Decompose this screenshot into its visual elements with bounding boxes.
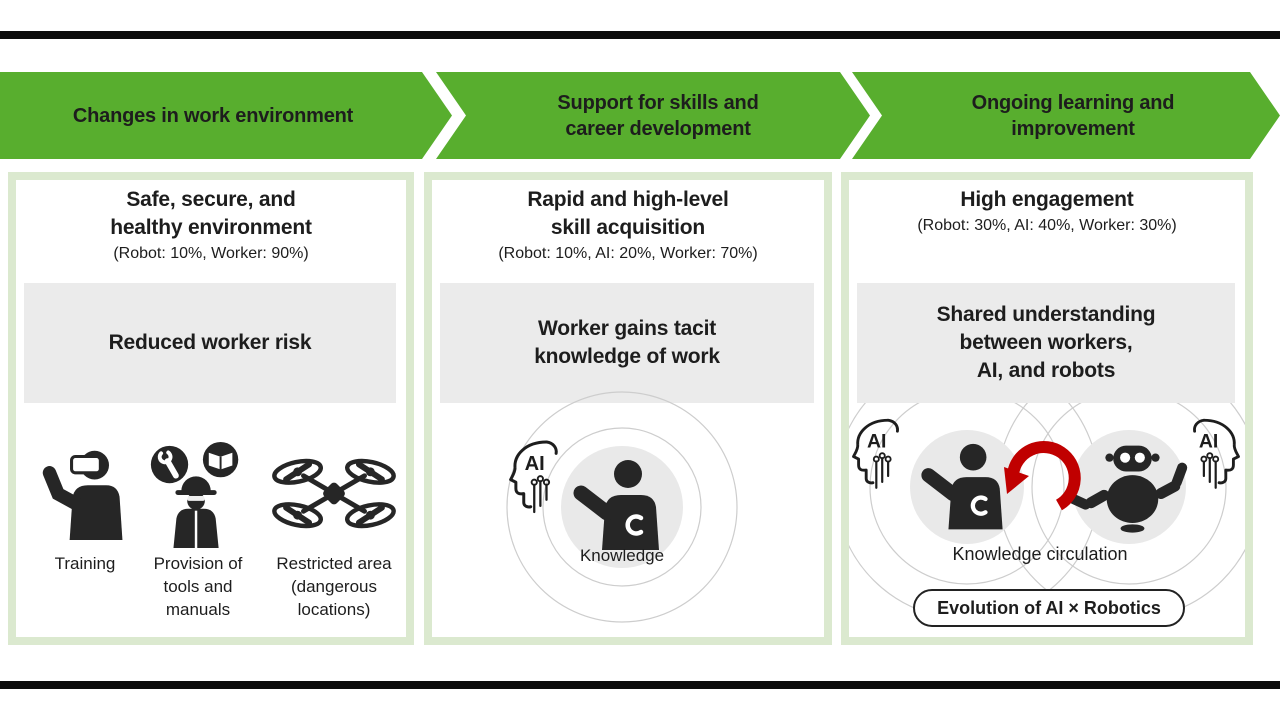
robot-ai-worker-ratio: (Robot: 10%, AI: 20%, Worker: 70%)	[498, 245, 758, 262]
highlight-text: Reduced worker risk	[108, 331, 312, 354]
knowledge-circulation-graphic	[849, 354, 1245, 620]
evolution-pill: Evolution of AI × Robotics	[913, 589, 1185, 627]
knowledge-circulation-caption: Knowledge circulation	[952, 544, 1128, 564]
robot-ai-worker-ratio: (Robot: 30%, AI: 40%, Worker: 30%)	[917, 217, 1177, 234]
top-letterbox-bar	[0, 31, 1280, 39]
ai-head-icon-left: AI	[851, 416, 905, 492]
knowledge-caption: Knowledge	[579, 546, 665, 565]
pill-label: Evolution of AI × Robotics	[937, 597, 1161, 618]
tools-and-manuals-icon	[134, 440, 262, 548]
circulation-arrow-icon	[1004, 441, 1081, 511]
ai-label: AI	[867, 430, 886, 452]
robot-icon	[1068, 445, 1188, 533]
highlight-box: Reduced worker risk	[24, 283, 396, 403]
vr-training-icon	[26, 440, 144, 544]
ai-label: AI	[525, 453, 545, 475]
bottom-letterbox-bar	[0, 681, 1280, 689]
banner-title: Changes in work environment	[72, 104, 354, 127]
knowledge-circles-graphic	[506, 391, 738, 623]
panel-title: High engagement	[960, 188, 1134, 211]
worker-icon	[573, 460, 659, 550]
measure-items: Training	[16, 440, 406, 637]
drone-icon	[268, 452, 400, 536]
worker-icon	[921, 443, 1003, 530]
panel-high-engagement: High engagement (Robot: 30%, AI: 40%, Wo…	[841, 172, 1253, 645]
item-label: Training	[54, 554, 116, 573]
ai-label: AI	[1199, 430, 1218, 452]
robot-worker-ratio: (Robot: 10%, Worker: 90%)	[113, 245, 309, 262]
banner-changes-in-work-environment: Changes in work environment	[0, 72, 452, 159]
panel-head: High engagement (Robot: 30%, AI: 40%, Wo…	[849, 186, 1245, 235]
ai-head-icon: AI	[508, 438, 564, 516]
ai-head-icon-right: AI	[1187, 416, 1241, 492]
